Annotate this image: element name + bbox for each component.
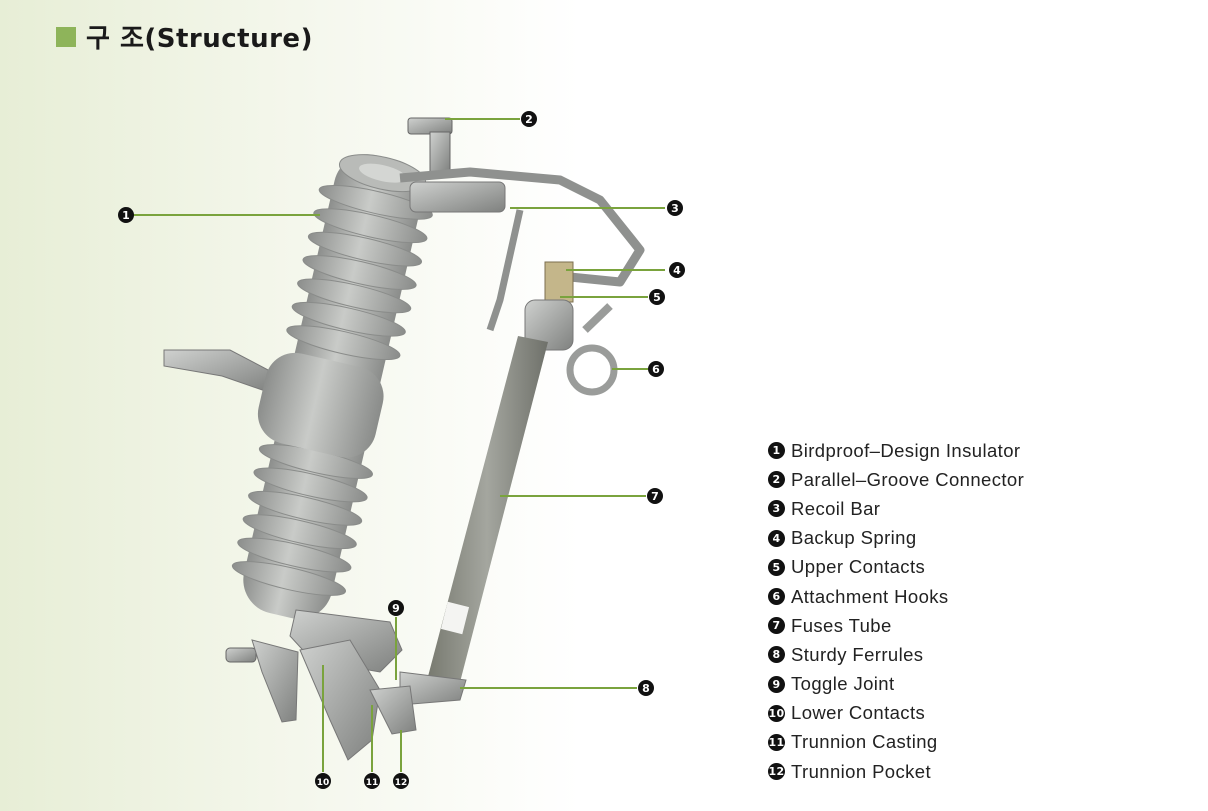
legend-number: 6 [768,588,785,606]
callout-7: 7 [647,488,663,504]
legend-item: 1 Birdproof–Design Insulator [768,436,1024,465]
insulator-group [231,154,433,619]
legend-label: Toggle Joint [791,673,895,695]
legend-number: 2 [768,471,785,489]
title-square-icon [56,26,76,47]
callouts: 1 2 3 4 5 6 7 8 9 10 11 12 [118,111,685,789]
legend-label: Fuses Tube [791,614,892,636]
legend-item: 5 Upper Contacts [768,553,1024,582]
insulator-shed [237,537,352,573]
insulator-shed [302,255,417,290]
insulator-shed [248,490,363,526]
legend-label: Sturdy Ferrules [791,643,924,665]
svg-text:5: 5 [653,291,661,304]
legend-number: 4 [768,529,785,547]
legend-number: 10 [768,704,785,722]
legend-number: 5 [768,558,785,576]
insulator-shed [307,231,423,267]
leader-lines [133,118,665,772]
legend-item: 3 Recoil Bar [768,494,1024,523]
page-title: 구 조(Structure) [56,18,313,55]
callout-2: 2 [521,111,537,127]
svg-text:9: 9 [392,602,400,615]
legend-item: 7 Fuses Tube [768,611,1024,640]
legend-item: 11 Trunnion Casting [768,728,1024,757]
insulator-shed [286,325,401,361]
svg-text:1: 1 [122,209,130,222]
legend-label: Attachment Hooks [791,585,949,607]
bottom-hardware [225,609,467,761]
svg-text:2: 2 [525,113,533,126]
callout-10: 10 [315,773,331,789]
callout-8: 8 [638,680,654,696]
legend-number: 11 [768,733,785,751]
legend-item: 6 Attachment Hooks [768,582,1024,611]
legend-number: 8 [768,646,785,664]
callout-1: 1 [118,207,134,223]
legend-label: Birdproof–Design Insulator [791,439,1021,461]
legend-number: 1 [768,442,785,460]
insulator-shed [253,467,368,503]
insulator-shed [297,278,412,314]
legend-number: 12 [768,763,785,781]
callout-5: 5 [649,289,665,305]
legend-label: Backup Spring [791,527,917,549]
legend-number: 7 [768,617,785,635]
legend-item: 12 Trunnion Pocket [768,757,1024,786]
svg-text:7: 7 [651,490,659,503]
legend-label: Recoil Bar [791,497,881,519]
legend-item: 9 Toggle Joint [768,670,1024,699]
callout-12: 12 [393,773,409,789]
mounting-bracket [163,349,273,393]
callout-3: 3 [667,200,683,216]
insulator-shed [231,561,346,596]
legend-label: Trunnion Pocket [791,760,932,782]
insulator-shed [242,514,357,550]
legend-item: 4 Backup Spring [768,524,1024,553]
legend-number: 3 [768,500,785,518]
svg-text:3: 3 [671,202,679,215]
svg-text:11: 11 [366,778,379,788]
insulator-shed [313,208,428,244]
legend-label: Trunnion Casting [791,731,938,753]
svg-text:10: 10 [317,778,330,788]
fuse-tube [426,336,548,690]
callout-11: 11 [364,773,380,789]
svg-text:6: 6 [652,363,660,376]
insulator-shed [291,301,406,337]
svg-text:12: 12 [395,778,408,788]
legend-label: Parallel–Groove Connector [791,468,1025,490]
legend-number: 9 [768,675,785,693]
legend-item: 8 Sturdy Ferrules [768,640,1024,669]
svg-text:4: 4 [673,264,681,277]
insulator-shed [318,184,433,220]
legend-label: Upper Contacts [791,556,926,578]
callout-9: 9 [388,600,404,616]
legend-item: 10 Lower Contacts [768,699,1024,728]
top-hardware [399,117,645,396]
legend-label: Lower Contacts [791,702,926,724]
callout-6: 6 [648,361,664,377]
svg-text:8: 8 [642,682,650,695]
legend-list: 1 Birdproof–Design Insulator 2 Parallel–Gr… [768,436,1024,786]
legend-item: 2 Parallel–Groove Connector [768,465,1024,494]
callout-4: 4 [669,262,685,278]
title-text: 구 조(Structure) [86,24,313,54]
